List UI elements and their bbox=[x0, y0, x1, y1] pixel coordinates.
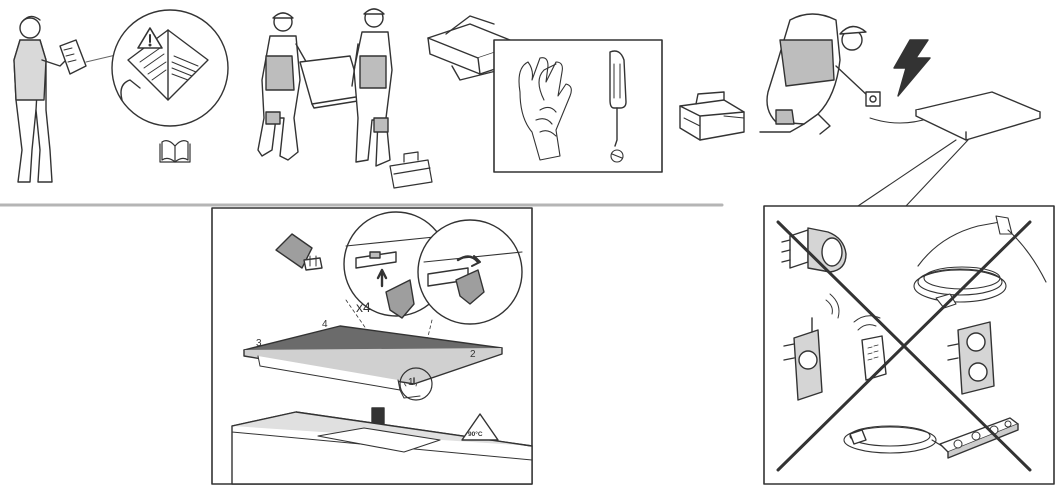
callout-lines bbox=[858, 140, 968, 206]
tools-frame bbox=[494, 40, 662, 172]
person-reading-manual bbox=[14, 16, 120, 182]
clip-magnifier-right bbox=[418, 220, 522, 324]
corner-label-1: 1 bbox=[408, 377, 414, 388]
temperature-label: 90°C bbox=[468, 430, 483, 438]
toolbox-small-icon bbox=[390, 152, 432, 188]
corner-label-4: 4 bbox=[322, 319, 328, 330]
corner-label-2: 2 bbox=[470, 349, 476, 360]
hob-slab bbox=[916, 92, 1040, 140]
toolbox-closed-icon bbox=[680, 92, 744, 140]
manual-magnifier bbox=[112, 10, 228, 126]
installation-frame: x4 4 3 2 1 90°C bbox=[212, 208, 532, 484]
corner-label-3: 3 bbox=[256, 338, 262, 349]
workers-carrying-hob bbox=[258, 9, 392, 166]
open-book-icon bbox=[160, 141, 190, 162]
lightning-bolt-icon bbox=[894, 40, 930, 96]
clip-count-label: x4 bbox=[356, 299, 371, 315]
prohibited-devices-frame bbox=[764, 206, 1054, 484]
